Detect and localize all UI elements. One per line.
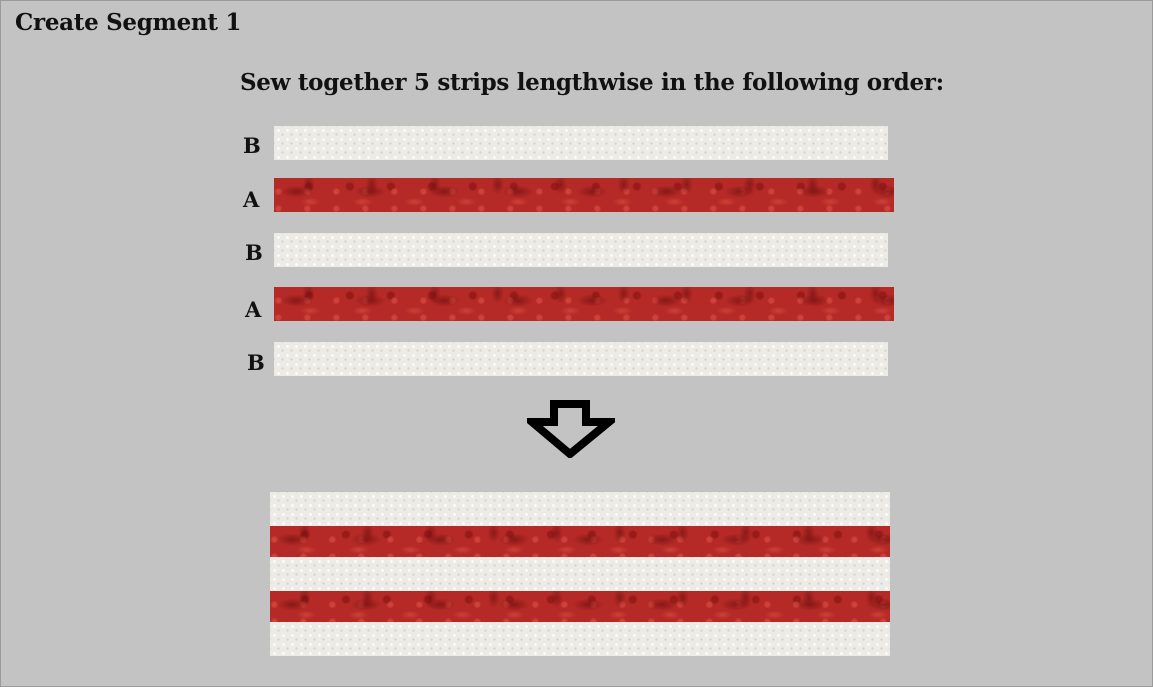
strip-3-fabric-b	[274, 233, 888, 267]
strip-label-4: A	[245, 297, 261, 322]
strip-5-fabric-b	[274, 342, 888, 376]
assembled-strip-2-fabric-a	[270, 526, 890, 557]
assembled-strip-5-fabric-b	[270, 622, 890, 656]
strip-label-2: A	[243, 187, 259, 212]
down-arrow-outline-icon	[527, 400, 615, 458]
assembled-strip-4-fabric-a	[270, 591, 890, 622]
strip-label-1: B	[243, 133, 261, 158]
assembled-segment	[270, 492, 890, 656]
instruction-text: Sew together 5 strips lengthwise in the …	[240, 69, 944, 96]
strip-4-fabric-a	[274, 287, 894, 321]
strip-label-3: B	[245, 240, 263, 265]
assembled-strip-3-fabric-b	[270, 557, 890, 591]
strip-1-fabric-b	[274, 126, 888, 160]
strip-label-5: B	[247, 350, 265, 375]
assembled-strip-1-fabric-b	[270, 492, 890, 526]
page-title: Create Segment 1	[15, 9, 241, 36]
strip-2-fabric-a	[274, 178, 894, 212]
